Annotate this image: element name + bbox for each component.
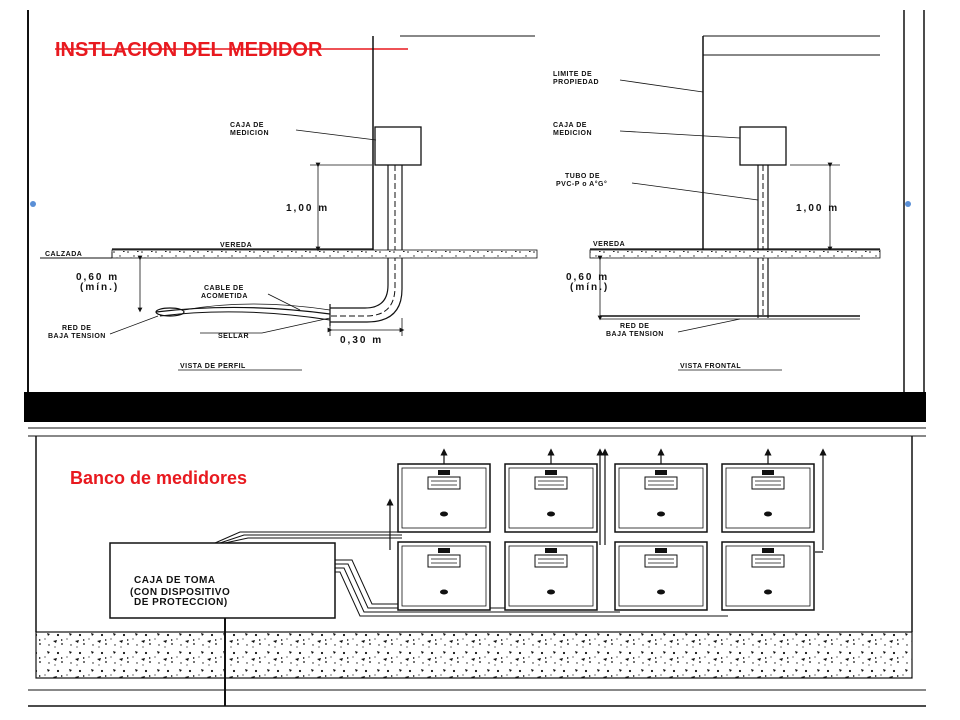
distribution-cables [214, 531, 728, 617]
profile-red-label-2: BAJA TENSION [48, 333, 106, 340]
front-limite-label-2: PROPIEDAD [553, 79, 599, 86]
front-red-label-1: RED DE [620, 323, 649, 330]
riser-arrows [386, 448, 827, 553]
profile-meter-box [374, 126, 422, 166]
caja-de-toma-box [109, 542, 336, 619]
profile-height-dim: 1,00 m [286, 203, 329, 214]
front-limite-label-1: LIMITE DE [553, 71, 592, 78]
profile-caja-label-1: CAJA DE [230, 122, 264, 129]
top-title: INSTLACION DEL MEDIDOR [55, 39, 323, 61]
floor-slab [35, 631, 913, 679]
front-sidewalk [589, 249, 881, 259]
bottom-title: Banco de medidores [70, 468, 247, 488]
profile-view: CAJA DE MEDICION 1,00 m VEREDA CALZADA 0… [40, 35, 538, 371]
front-caja-label-2: MEDICION [553, 130, 592, 137]
front-view: LIMITE DE PROPIEDAD CAJA DE MEDICION TUB… [553, 35, 881, 371]
profile-caja-label-2: MEDICION [230, 130, 269, 137]
front-caption: VISTA FRONTAL [680, 363, 741, 370]
caja-toma-label-2: (CON DISPOSITIVO [130, 587, 230, 598]
meter-bank [397, 448, 815, 611]
front-vereda-label: VEREDA [593, 241, 625, 248]
black-band [24, 392, 926, 422]
profile-depth-dim-2: (mín.) [80, 282, 119, 293]
front-height-dim: 1,00 m [796, 203, 839, 214]
handle-left-icon [30, 201, 36, 207]
profile-sellar-label: SELLAR [218, 333, 249, 340]
meter-unit [397, 541, 491, 611]
profile-calzada-label: CALZADA [45, 251, 82, 258]
meter-unit [721, 541, 815, 611]
front-depth-dim-1: 0,60 m [566, 272, 609, 283]
front-tubo-label-1: TUBO DE [565, 173, 600, 180]
profile-cable-label-2: ACOMETIDA [201, 293, 248, 300]
front-depth-dim-2: (mín.) [570, 282, 609, 293]
profile-caption: VISTA DE PERFIL [180, 363, 246, 370]
caja-toma-label-1: CAJA DE TOMA [134, 575, 216, 586]
profile-cable-label-1: CABLE DE [204, 285, 244, 292]
meter-unit [614, 541, 708, 611]
bottom-panel: Banco de medidores CAJA DE TOMA (CON DIS… [28, 427, 926, 707]
meter-unit [614, 463, 708, 533]
profile-depth-dim-1: 0,60 m [76, 272, 119, 283]
top-panel: INSTLACION DEL MEDIDOR CAJA DE MEDICION … [24, 10, 926, 422]
handle-right-icon [905, 201, 911, 207]
profile-sidewalk [111, 249, 538, 259]
meter-unit [504, 541, 598, 611]
meter-unit [397, 463, 491, 533]
profile-width-dim: 0,30 m [340, 335, 383, 346]
front-meter-box [739, 126, 787, 166]
front-red-label-2: BAJA TENSION [606, 331, 664, 338]
front-tubo-label-2: PVC-P o A°G° [556, 180, 607, 188]
profile-red-label-1: RED DE [62, 325, 91, 332]
front-caja-label-1: CAJA DE [553, 122, 587, 129]
profile-vereda-label: VEREDA [220, 242, 252, 249]
meter-unit [721, 463, 815, 533]
meter-unit [504, 463, 598, 533]
caja-toma-label-3: DE PROTECCION) [134, 597, 228, 608]
